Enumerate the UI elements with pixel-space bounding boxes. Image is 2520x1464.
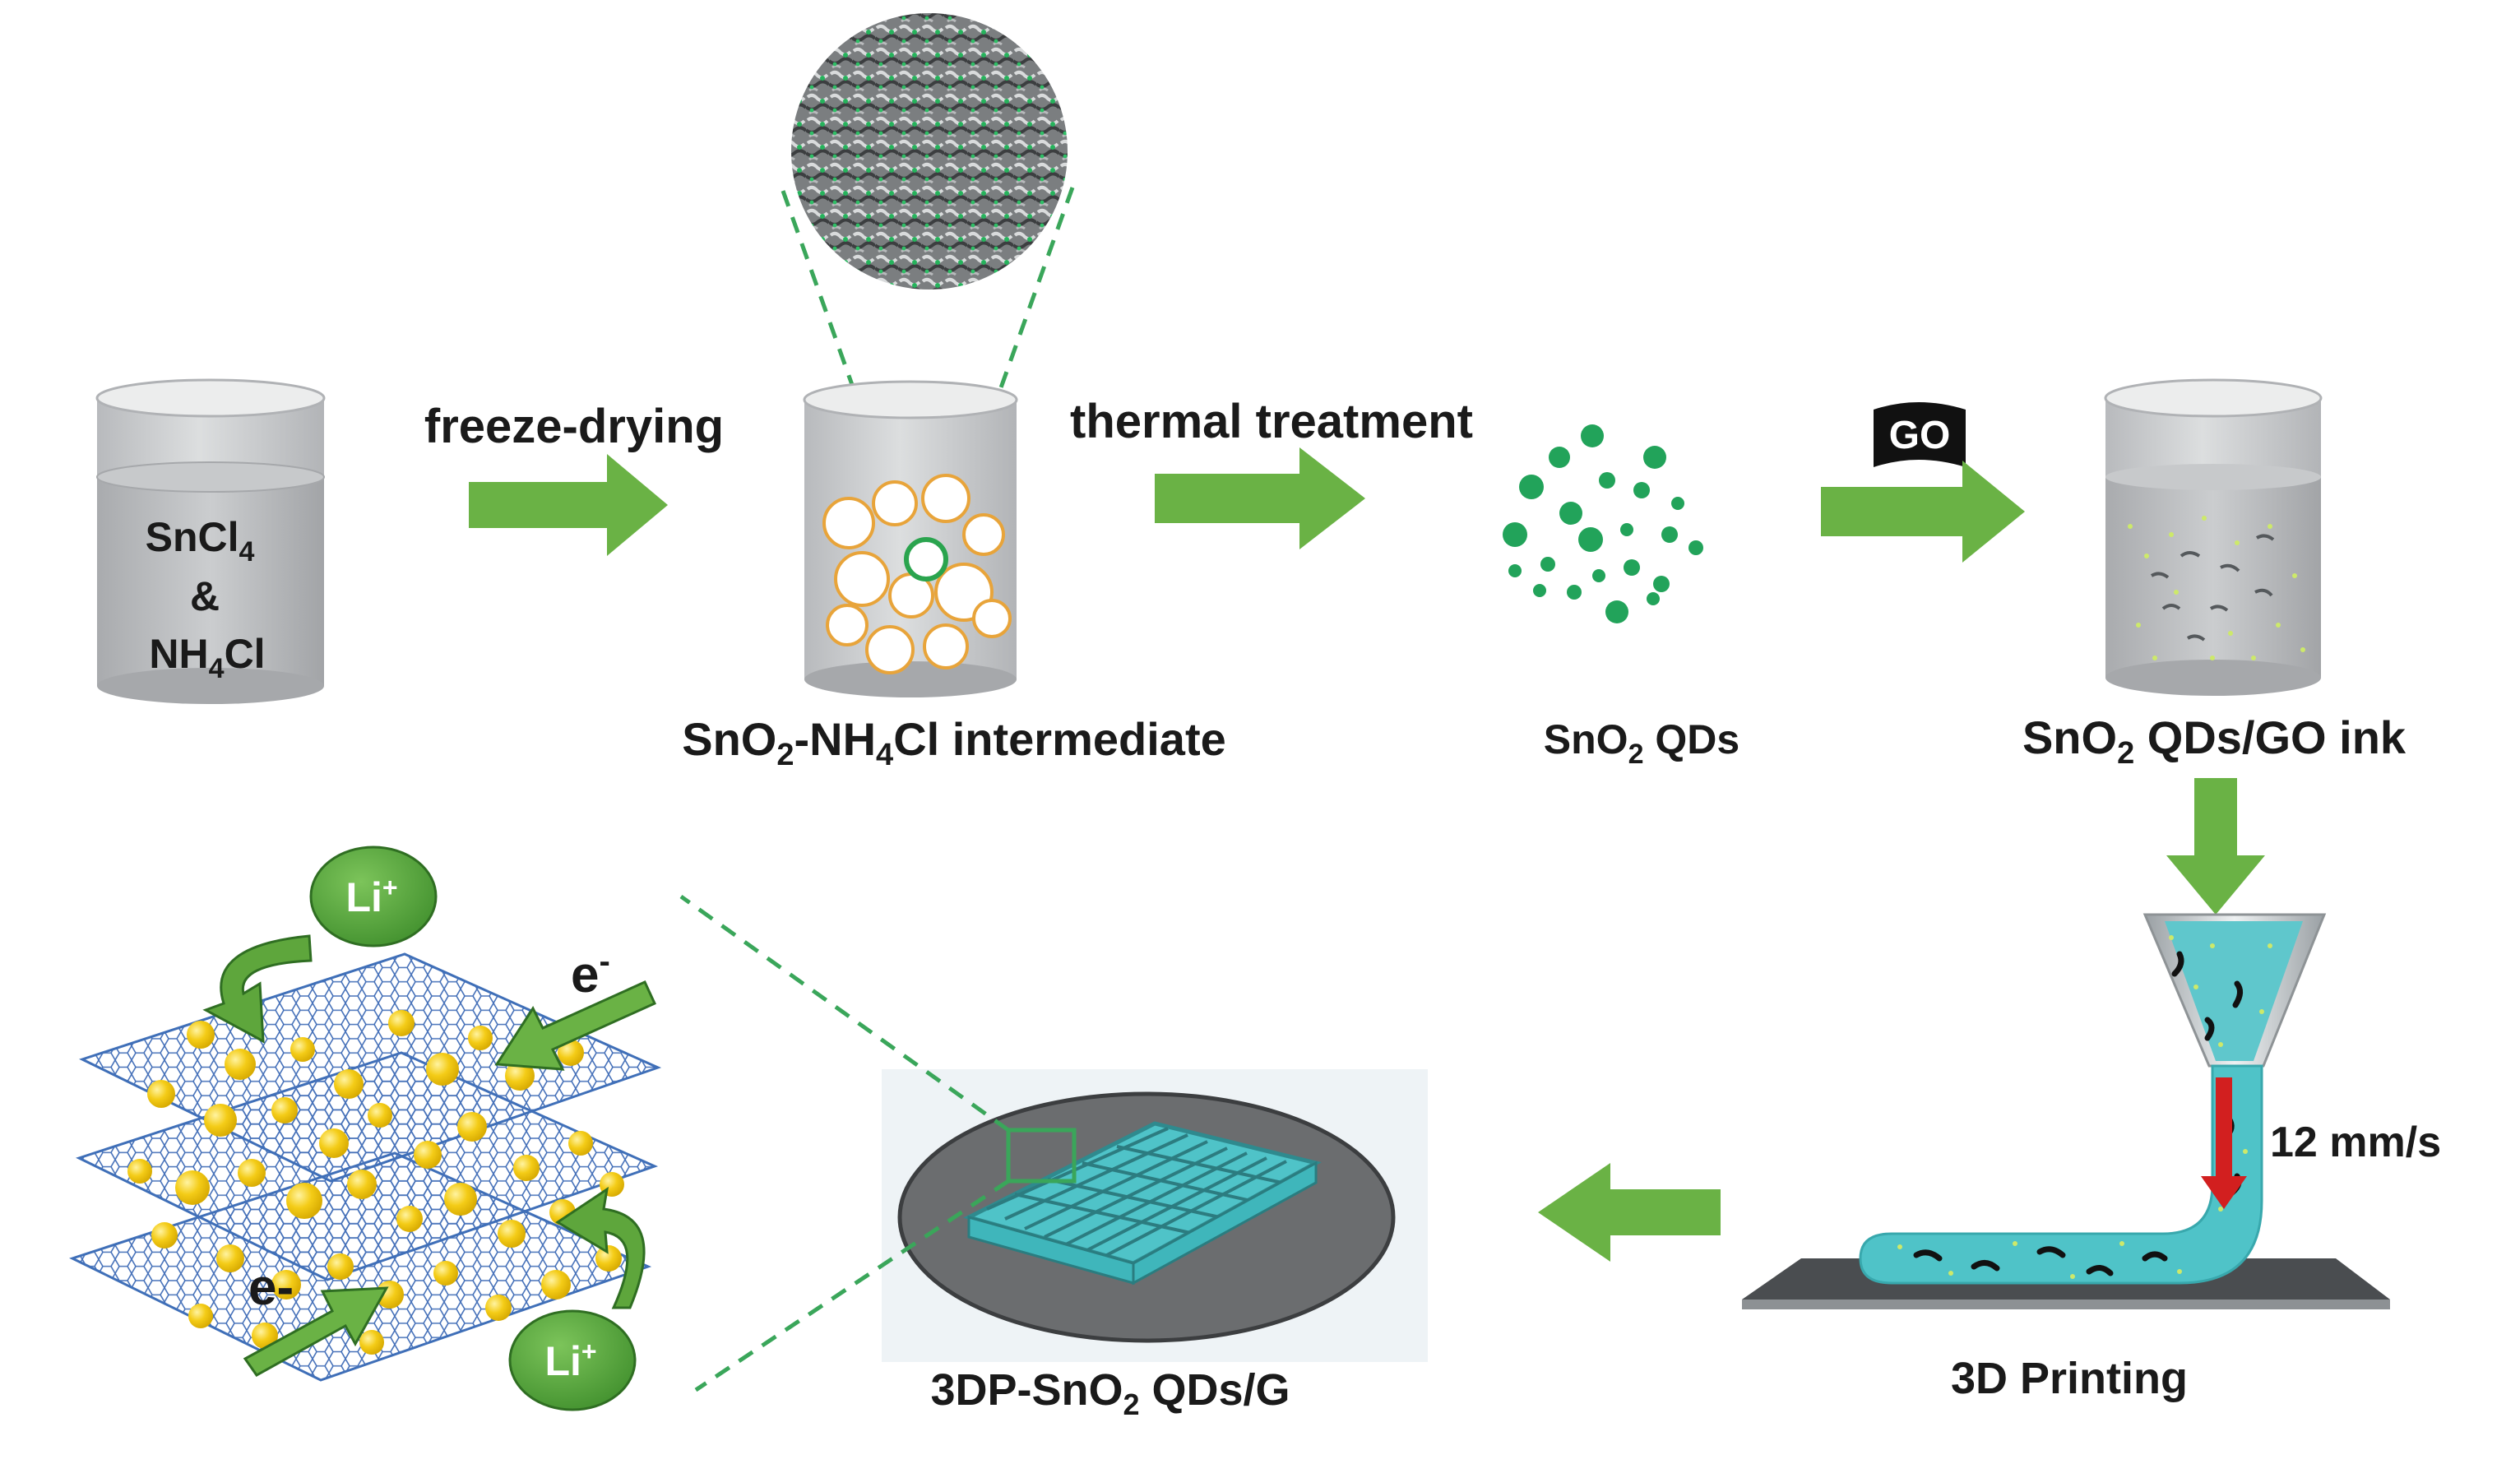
thermal-treatment-label: thermal treatment [1070, 395, 1473, 448]
zoom-line [679, 894, 1010, 1133]
speed-arrow [2201, 1077, 2247, 1209]
product-label: 3DP-SnO2 QDs/G [930, 1365, 1290, 1421]
process-arrow [1821, 461, 2025, 563]
zoom-line [694, 1179, 1010, 1392]
svg-text:Li+: Li+ [345, 873, 397, 920]
process-arrow [2166, 778, 2265, 915]
sem-inset [788, 10, 1071, 293]
intermediate-beaker [803, 380, 1018, 697]
svg-text:GO: GO [1889, 414, 1951, 457]
precursor-label: SnCl4 & NH4Cl [146, 514, 266, 684]
process-arrow [1538, 1163, 1721, 1262]
electron-label-bottom: e- [248, 1259, 294, 1316]
process-arrow [469, 454, 668, 556]
svg-text:Li+: Li+ [544, 1337, 596, 1384]
speed-label: 12 mm/s [2270, 1119, 2441, 1166]
li-ion-top: Li+ [309, 846, 438, 947]
freeze-drying-label: freeze-drying [424, 400, 724, 453]
printed-lattice [882, 1069, 1428, 1362]
precursor-beaker [95, 378, 326, 704]
electron-arrow [494, 980, 656, 1071]
printer-nozzle [1742, 913, 2390, 1309]
intermediate-label: SnO2-NH4Cl intermediate [682, 713, 1226, 772]
li-insertion-arrow [202, 934, 313, 1044]
li-insertion-arrow [555, 1186, 646, 1309]
qd-cluster [1503, 424, 1703, 623]
qds-label: SnO2 QDs [1544, 716, 1739, 770]
electron-arrow [243, 1286, 389, 1377]
go-flag: GO [1874, 402, 1966, 467]
qd-particles [127, 1010, 624, 1355]
ink-beaker [2104, 378, 2323, 696]
process-arrow [1155, 447, 1365, 549]
electron-label-top: e- [571, 943, 610, 1003]
li-ion-bottom: Li+ [508, 1309, 637, 1411]
ink-label: SnO2 QDs/GO ink [2022, 711, 2407, 771]
printing-label: 3D Printing [1951, 1354, 2188, 1403]
